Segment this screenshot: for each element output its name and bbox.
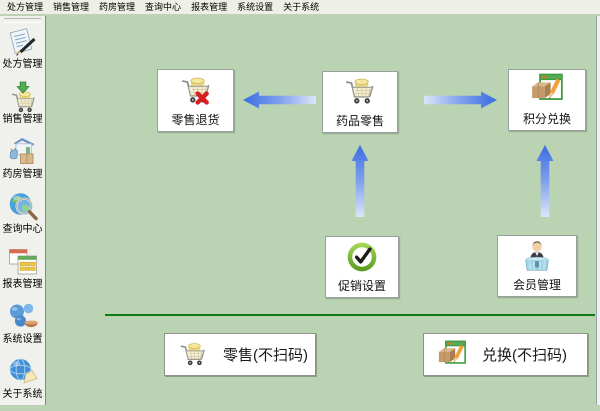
button-label: 零售(不扫码) — [223, 347, 308, 364]
arrow-right-icon — [424, 91, 497, 109]
menu-item-query[interactable]: 查询中心 — [145, 2, 182, 12]
sidebar-item-label: 药房管理 — [2, 169, 43, 180]
sidebar-item-label: 系统设置 — [2, 334, 43, 345]
sidebar-item-sales[interactable]: 销售管理 — [0, 81, 45, 136]
sidebar: 处方管理 销售管理 药房管理 查询中心 报表管理 系统设置 关于系统 — [0, 16, 46, 405]
sidebar-item-label: 销售管理 — [2, 114, 43, 125]
node-label: 会员管理 — [512, 278, 561, 292]
search-globe-icon — [7, 191, 39, 223]
arrow-up-icon — [351, 145, 369, 217]
report-icon — [7, 246, 39, 278]
sidebar-item-label: 查询中心 — [2, 224, 43, 235]
menu-item-about[interactable]: 关于系统 — [283, 2, 320, 12]
node-member-management[interactable]: 会员管理 — [497, 235, 577, 297]
menu-item-sales[interactable]: 销售管理 — [53, 2, 90, 12]
sidebar-item-label: 报表管理 — [2, 279, 43, 290]
menu-bar: 处方管理 销售管理 药房管理 查询中心 报表管理 系统设置 关于系统 — [0, 0, 600, 15]
pharmacy-icon — [7, 136, 39, 168]
sidebar-item-pharmacy[interactable]: 药房管理 — [0, 136, 45, 191]
system-settings-icon — [7, 301, 39, 333]
member-desk-icon — [520, 239, 554, 273]
node-label: 零售退货 — [171, 112, 220, 127]
node-promotion-settings[interactable]: 促销设置 — [325, 236, 399, 298]
section-divider — [105, 314, 595, 316]
cart-remove-icon — [179, 74, 213, 108]
node-label: 积分兑换 — [522, 112, 571, 126]
about-globe-icon — [7, 356, 39, 388]
toolbar-grip — [4, 18, 41, 23]
menu-item-pharmacy[interactable]: 药房管理 — [99, 2, 136, 12]
sidebar-item-prescription[interactable]: 处方管理 — [0, 26, 45, 81]
node-points-exchange[interactable]: 积分兑换 — [508, 69, 586, 131]
button-label: 兑换(不扫码) — [482, 347, 567, 364]
sidebar-item-label: 处方管理 — [2, 59, 43, 70]
sales-cart-icon — [7, 81, 39, 113]
sidebar-item-report[interactable]: 报表管理 — [0, 246, 45, 301]
node-label: 促销设置 — [337, 279, 386, 293]
sidebar-item-query[interactable]: 查询中心 — [0, 191, 45, 246]
menu-item-prescription[interactable]: 处方管理 — [7, 2, 44, 12]
menu-item-report[interactable]: 报表管理 — [191, 2, 228, 12]
node-drug-retail[interactable]: 药品零售 — [322, 71, 398, 133]
cart-icon — [178, 340, 208, 370]
node-retail-return[interactable]: 零售退货 — [157, 69, 234, 132]
arrow-up-icon — [536, 145, 554, 217]
box-edit-icon — [437, 340, 467, 370]
node-label: 药品零售 — [335, 114, 384, 128]
menu-item-settings[interactable]: 系统设置 — [237, 2, 274, 12]
retail-no-scan-button[interactable]: 零售(不扫码) — [164, 333, 316, 376]
sidebar-item-about[interactable]: 关于系统 — [0, 356, 45, 411]
sidebar-item-settings[interactable]: 系统设置 — [0, 301, 45, 356]
sidebar-item-label: 关于系统 — [2, 389, 43, 400]
window-frame-edge — [596, 16, 600, 405]
box-edit-icon — [530, 73, 564, 107]
exchange-no-scan-button[interactable]: 兑换(不扫码) — [423, 333, 588, 376]
check-circle-icon — [345, 240, 379, 274]
prescription-icon — [7, 26, 39, 58]
arrow-left-icon — [243, 91, 316, 109]
cart-icon — [343, 75, 377, 109]
